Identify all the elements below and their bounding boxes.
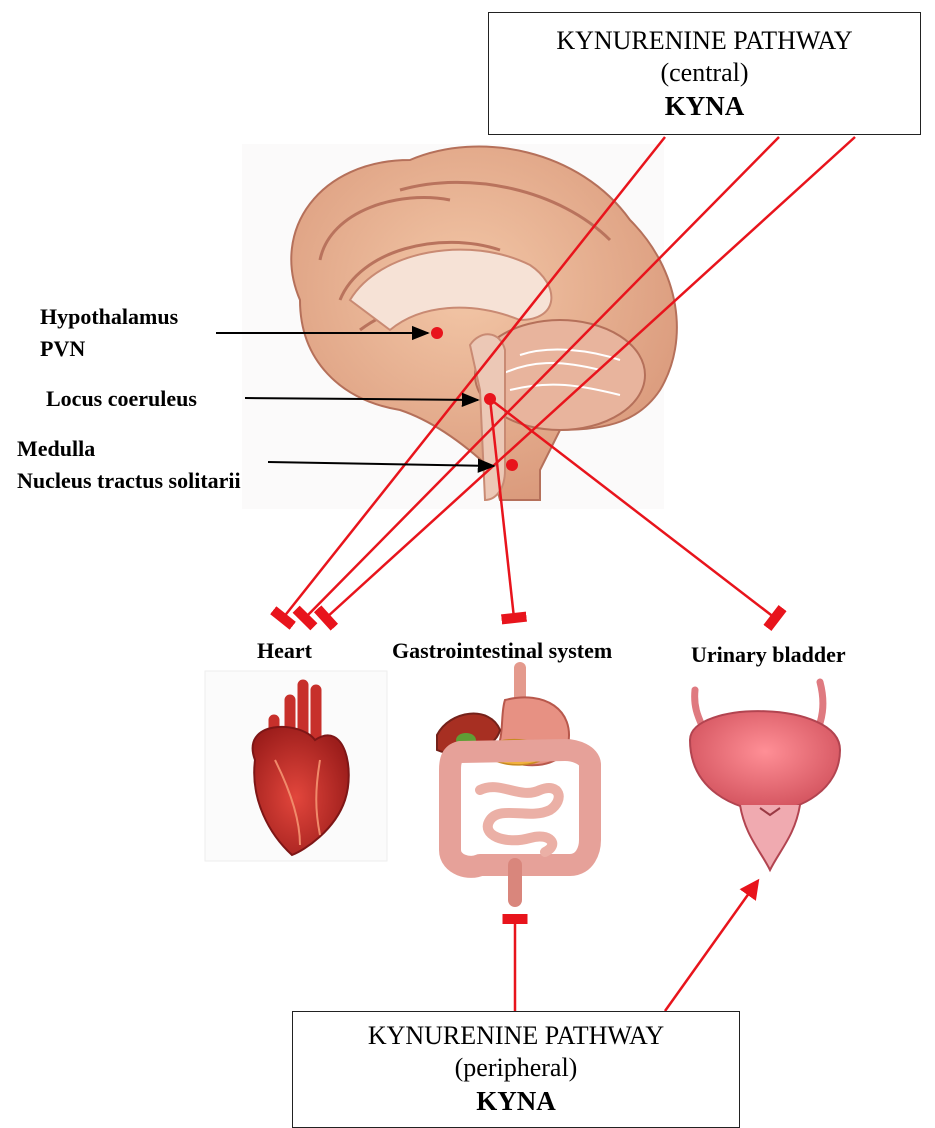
peripheral-box-title: KYNURENINE PATHWAY [293,1020,739,1052]
peripheral-to-bladder-arrow [665,882,757,1011]
central-kynurenine-box: KYNURENINE PATHWAY (central) KYNA [488,12,921,135]
central-box-subtitle: (central) [489,57,920,89]
label-locus-coeruleus: Locus coeruleus [46,386,197,412]
label-hypothalamus: Hypothalamus [40,304,178,330]
peripheral-kynurenine-box: KYNURENINE PATHWAY (peripheral) KYNA [292,1011,740,1128]
urinary-bladder-illustration [690,682,840,870]
pvn-dot [431,327,443,339]
nts-dot [506,459,518,471]
label-urinary-bladder: Urinary bladder [691,642,846,668]
label-heart: Heart [257,638,312,664]
label-gastrointestinal-system: Gastrointestinal system [392,638,612,664]
central-box-metabolite: KYNA [489,89,920,123]
locus-coeruleus-dot [484,393,496,405]
central-box-title: KYNURENINE PATHWAY [489,25,920,57]
peripheral-box-metabolite: KYNA [293,1084,739,1118]
heart-illustration [205,671,387,861]
gastrointestinal-illustration [437,668,590,900]
label-pvn: PVN [40,336,85,362]
label-medulla: Medulla [17,436,95,462]
brain-illustration [242,144,677,509]
label-nucleus-tractus-solitarii: Nucleus tractus solitarii [17,468,241,494]
peripheral-box-subtitle: (peripheral) [293,1052,739,1084]
